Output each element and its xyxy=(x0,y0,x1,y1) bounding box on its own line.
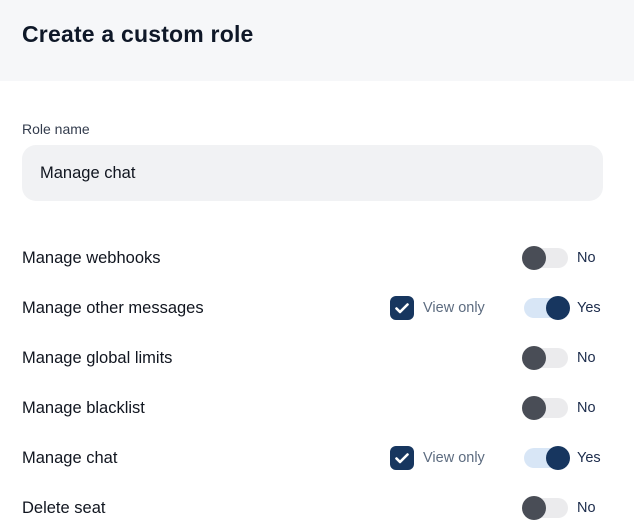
role-name-input[interactable] xyxy=(22,145,603,201)
toggle-knob-icon xyxy=(522,496,546,520)
toggle-state-label: No xyxy=(577,350,596,366)
view-only-checkbox[interactable] xyxy=(390,296,414,320)
view-only-label: View only xyxy=(423,300,485,316)
permission-toggle[interactable] xyxy=(522,396,568,420)
permission-row: Manage global limits No xyxy=(22,333,603,383)
permission-row: Manage other messages View only Yes xyxy=(22,283,603,333)
view-only-group: View only xyxy=(390,296,495,320)
toggle-state-label: Yes xyxy=(577,300,601,316)
permission-toggle[interactable] xyxy=(522,346,568,370)
toggle-state-label: No xyxy=(577,500,596,516)
permission-label: Manage chat xyxy=(22,448,118,467)
page-title: Create a custom role xyxy=(22,21,254,47)
checkmark-icon xyxy=(395,302,409,314)
toggle-state-label: No xyxy=(577,250,596,266)
permission-row: Delete seat No xyxy=(22,483,603,525)
toggle-state-label: No xyxy=(577,400,596,416)
permission-label: Manage blacklist xyxy=(22,398,145,417)
toggle-knob-icon xyxy=(522,396,546,420)
view-only-group: View only xyxy=(390,446,495,470)
permission-label: Delete seat xyxy=(22,498,106,517)
permission-label: Manage global limits xyxy=(22,348,173,367)
permission-row: Manage blacklist No xyxy=(22,383,603,433)
toggle-knob-icon xyxy=(546,296,570,320)
toggle-knob-icon xyxy=(522,346,546,370)
permission-label: Manage webhooks xyxy=(22,248,161,267)
view-only-label: View only xyxy=(423,450,485,466)
permission-row: Manage chat View only Yes xyxy=(22,433,603,483)
checkmark-icon xyxy=(395,452,409,464)
view-only-checkbox[interactable] xyxy=(390,446,414,470)
toggle-state-label: Yes xyxy=(577,450,601,466)
permission-toggle[interactable] xyxy=(524,446,570,470)
toggle-knob-icon xyxy=(522,246,546,270)
panel-header: Create a custom role xyxy=(0,0,634,81)
permission-label: Manage other messages xyxy=(22,298,204,317)
permission-toggle[interactable] xyxy=(522,246,568,270)
role-name-label: Role name xyxy=(22,121,90,137)
panel-body: Role name Manage webhooks No Manage othe… xyxy=(0,81,634,525)
permission-row: Manage webhooks No xyxy=(22,233,603,283)
permission-rows: Manage webhooks No Manage other messages… xyxy=(22,233,603,525)
toggle-knob-icon xyxy=(546,446,570,470)
permission-toggle[interactable] xyxy=(524,296,570,320)
permission-toggle[interactable] xyxy=(522,496,568,520)
